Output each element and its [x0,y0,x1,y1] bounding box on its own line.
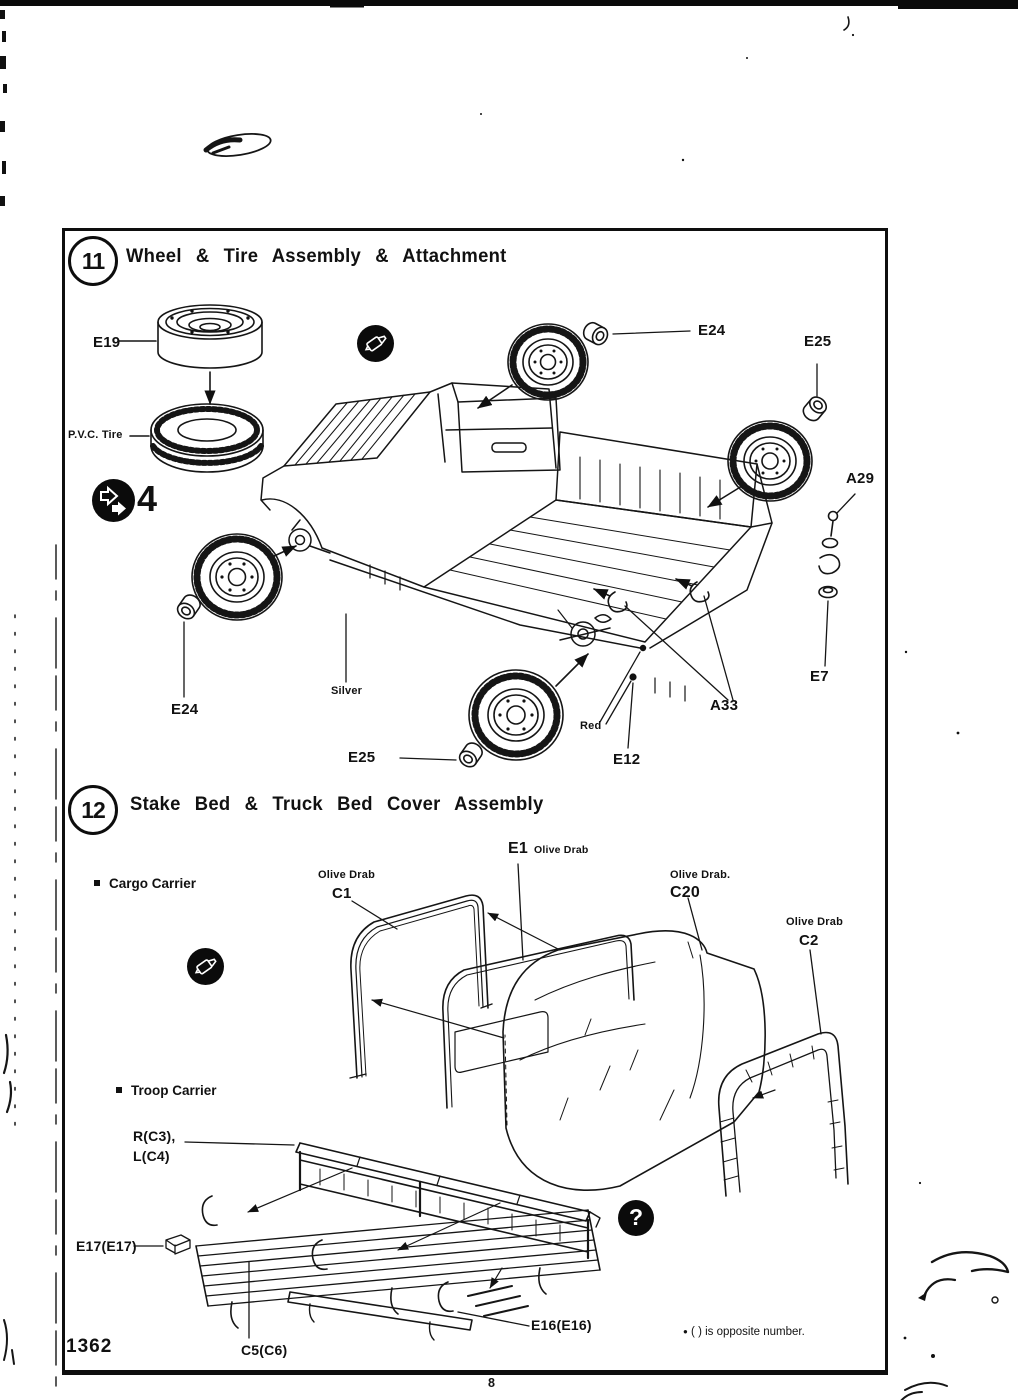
repeat-count: 4 [137,478,158,519]
e1-code: E1 [508,840,528,857]
wheel-rear-left [468,669,564,761]
question-glyph: ? [628,1203,644,1230]
label-pvc-tire: P.V.C. Tire [68,429,123,441]
pvc-tire-part [150,403,264,473]
section-troop-carrier: Troop Carrier [116,1083,217,1098]
label-c20: C20 [670,884,700,901]
cement-icon [187,948,224,985]
step12-number-badge: 12 [68,785,118,835]
a33-clips [593,578,734,701]
label-e17: E17(E17) [76,1238,137,1254]
square-bullet-icon [94,880,100,886]
step12-art [133,863,849,1341]
label-c1: C1 [332,885,352,902]
label-e25-top: E25 [804,333,832,350]
e12-leader [627,682,634,749]
step11-title: Wheel & Tire Assembly & Attachment [126,246,507,267]
wheel-hub-part [157,304,263,369]
c1-hoop [349,894,493,1079]
stake-bed [133,1141,601,1341]
c20-cover [502,930,766,1192]
section-cargo-carrier: Cargo Carrier [94,876,196,891]
glue-bottle-glyph [364,335,387,352]
c20-leader [687,897,703,951]
glue-bottle-glyph [194,958,217,975]
wheel-front-right [507,323,589,401]
e25-bottom-leader [399,757,457,761]
cargo-carrier-label: Cargo Carrier [109,876,197,891]
rc3-leader [184,1141,295,1146]
repeat-arrows-glyph [100,485,126,516]
pen-scribble [203,133,272,157]
plug-e25-top [802,396,828,422]
e16-leader [457,1311,530,1327]
c2-frame [717,1031,849,1197]
plug-e25-bottom [458,742,483,768]
label-c2: C2 [799,932,819,949]
step11-number-badge: 11 [68,236,118,286]
label-red: Red [580,720,602,732]
step11-number: 11 [81,247,105,274]
label-c5: C5(C6) [241,1342,288,1358]
square-bullet-icon [116,1087,122,1093]
troop-carrier-label: Troop Carrier [131,1083,217,1098]
content-border-box [62,228,888,1375]
label-e12: E12 [613,751,641,768]
step12-number: 12 [81,796,106,823]
label-c20-color: Olive Drab. [670,869,731,881]
label-e1: E1 Olive Drab [508,840,589,858]
label-silver: Silver [331,685,363,697]
footnote-bullet: ● [683,1327,688,1336]
red-leaders [599,651,641,725]
label-r-c3: R(C3), [133,1128,176,1144]
footnote-text: ( ) is opposite number. [691,1326,805,1338]
kit-number: 1362 [66,1336,113,1357]
e24-top-leader [612,330,691,335]
e1-color: Olive Drab [533,844,589,856]
wheel-rear-right [727,420,813,502]
plug-e24-left [176,594,201,620]
c1-leader [351,900,398,930]
label-e25-bottom: E25 [348,749,376,766]
e1-leader [517,863,524,961]
label-e24-top: E24 [698,322,726,339]
step11-art [117,304,856,768]
label-c1-color: Olive Drab [318,869,376,881]
label-e24-left: E24 [171,701,199,718]
label-e7: E7 [810,668,829,685]
footnote: ● ( ) is opposite number. [683,1326,805,1338]
label-a29: A29 [846,470,875,487]
page-number: 8 [488,1376,495,1390]
cement-icon [357,325,394,362]
label-l-c4: L(C4) [133,1148,170,1164]
wheel-front-left [191,533,283,621]
label-e19: E19 [93,334,121,351]
question-icon: ? [618,1200,654,1236]
repeat-icon [92,479,135,522]
c2-leader [809,949,822,1035]
label-e16: E16(E16) [531,1317,592,1333]
label-a33: A33 [710,697,739,714]
label-c2-color: Olive Drab [786,916,844,928]
a29-e7-parts [818,493,856,667]
step12-title: Stake Bed & Truck Bed Cover Assembly [130,794,544,815]
plug-e24-top [582,321,609,346]
